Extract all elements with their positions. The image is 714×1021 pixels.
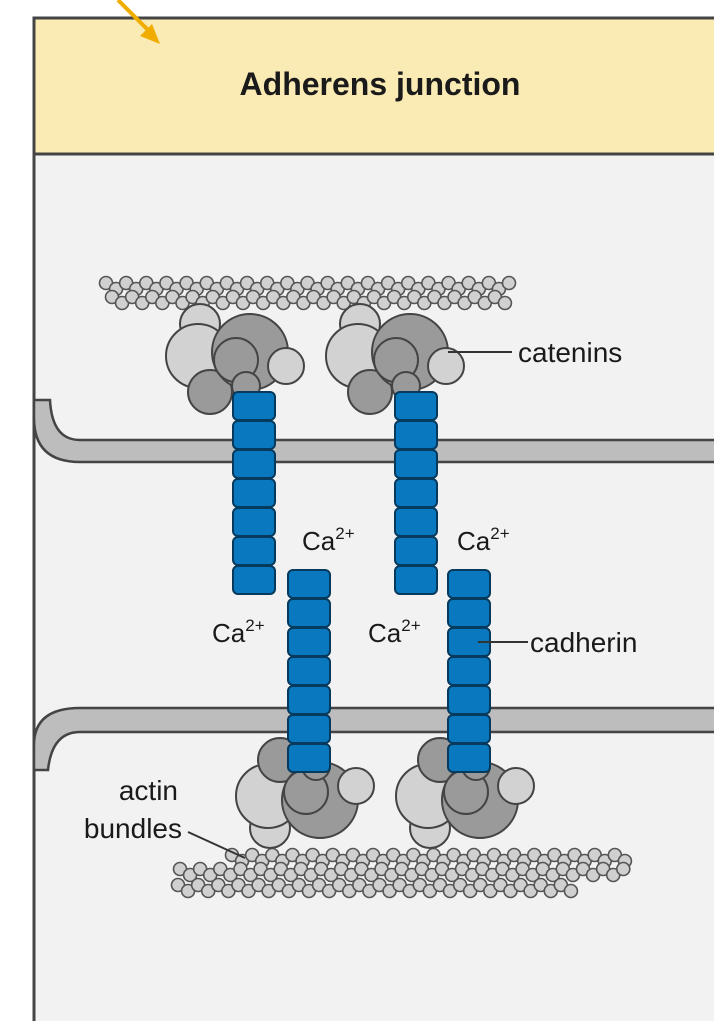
cadherin-domain	[232, 507, 276, 537]
actin-filaments-lower	[170, 847, 633, 899]
cadherin-domain	[232, 420, 276, 450]
cadherin-domain	[287, 685, 331, 715]
cadherin-domain	[287, 743, 331, 773]
cadherin-domain	[447, 569, 491, 599]
cadherin-domain	[232, 478, 276, 508]
cadherin-domain	[287, 569, 331, 599]
actin-leader-line	[187, 831, 246, 859]
lower-cell-membrane	[32, 706, 714, 772]
cadherin-molecules	[232, 391, 491, 773]
cursor-arrow-icon	[116, 0, 160, 44]
calcium-ion-label: Ca2+	[212, 616, 265, 648]
catenin-subunit	[427, 347, 465, 385]
calcium-ion-label: Ca2+	[302, 524, 355, 556]
cadherin-domain	[287, 598, 331, 628]
cadherin-domain	[287, 714, 331, 744]
catenins-label: catenins	[518, 337, 622, 368]
actin-bundles-label-line2: bundles	[84, 813, 182, 844]
cadherin-domain	[232, 449, 276, 479]
cadherin-domain	[232, 391, 276, 421]
calcium-ion-label: Ca2+	[368, 616, 421, 648]
cadherin-domain	[232, 536, 276, 566]
catenin-subunit	[337, 767, 375, 805]
actin-filaments-upper	[98, 275, 517, 311]
diagram-title: Adherens junction	[240, 66, 521, 102]
catenin-subunit	[267, 347, 305, 385]
cadherin-domain	[394, 536, 438, 566]
cadherin-domain	[394, 507, 438, 537]
cadherin-domain	[232, 565, 276, 595]
calcium-ion-label: Ca2+	[457, 524, 510, 556]
cadherin-domain	[447, 743, 491, 773]
cadherin-domain	[394, 565, 438, 595]
actin-bead	[615, 861, 631, 877]
cadherin-domain	[287, 627, 331, 657]
cadherin-domain	[394, 391, 438, 421]
cadherin-domain	[447, 714, 491, 744]
actin-bundles-label-line1: actin	[119, 775, 178, 806]
cadherin-label: cadherin	[530, 627, 637, 658]
actin-bead	[563, 883, 579, 899]
catenin-subunit	[347, 369, 393, 415]
cadherin-domain	[394, 420, 438, 450]
catenin-subunit	[497, 767, 535, 805]
catenin-subunit	[187, 369, 233, 415]
cadherin-domain	[447, 685, 491, 715]
cadherin-domain	[394, 449, 438, 479]
actin-bead	[497, 295, 513, 311]
cadherin-domain	[394, 478, 438, 508]
cadherin-domain	[447, 598, 491, 628]
header-band	[32, 16, 714, 156]
cadherin-domain	[287, 656, 331, 686]
cadherin-domain	[447, 656, 491, 686]
actin-bead	[501, 275, 517, 291]
